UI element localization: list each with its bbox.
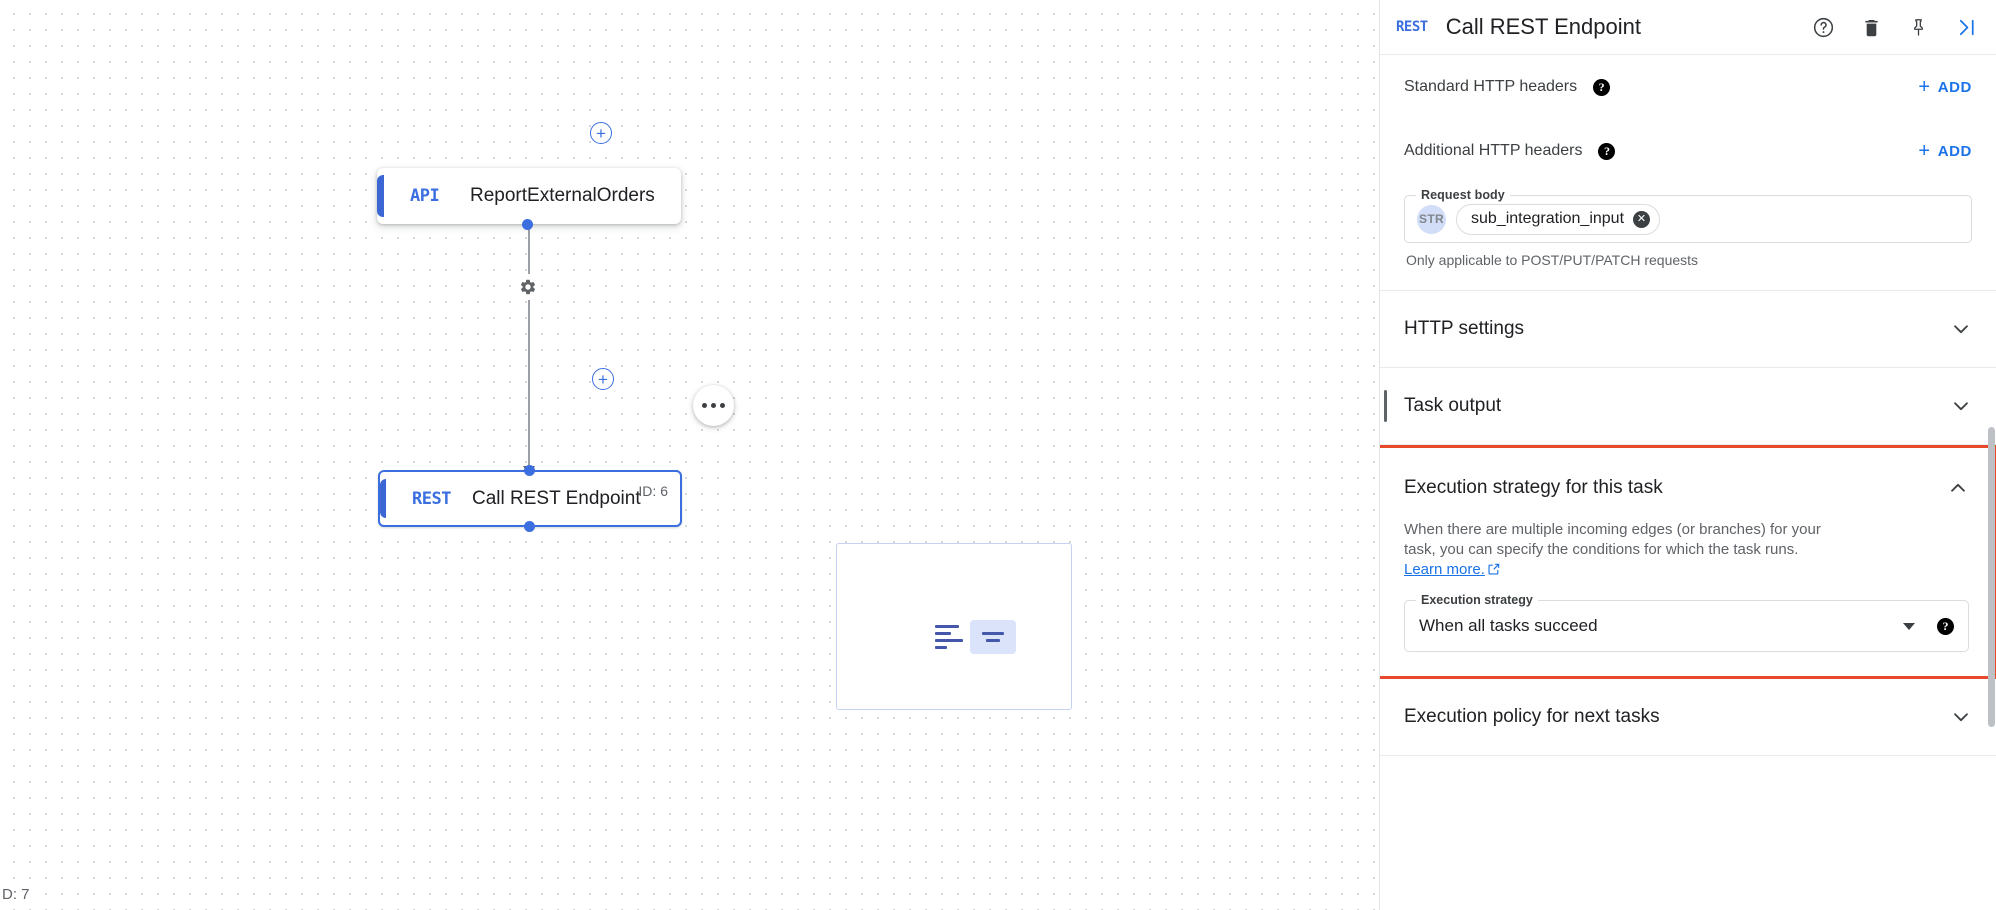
panel-kind-badge: REST bbox=[1396, 19, 1428, 35]
node-accent-bar bbox=[380, 479, 386, 518]
section-execution-policy-header[interactable]: Execution policy for next tasks bbox=[1380, 679, 1996, 755]
chevron-down-icon[interactable] bbox=[1950, 706, 1972, 728]
section-task-output[interactable]: Task output bbox=[1380, 368, 1996, 444]
section-description: When there are multiple incoming edges (… bbox=[1380, 520, 1850, 580]
section-title: Execution policy for next tasks bbox=[1404, 706, 1660, 728]
panel-scrollbar[interactable] bbox=[1987, 55, 1996, 910]
plus-icon: + bbox=[1918, 140, 1931, 162]
flow-canvas[interactable]: API ReportExternalOrders + REST Call RES… bbox=[0, 0, 1379, 910]
minimap-panel[interactable] bbox=[836, 543, 1072, 710]
gear-icon[interactable] bbox=[515, 274, 541, 300]
minimap-content bbox=[935, 620, 1016, 654]
dot bbox=[702, 403, 707, 408]
standard-http-headers-label: Standard HTTP headers bbox=[1404, 78, 1578, 95]
edge-connector[interactable] bbox=[528, 190, 530, 475]
section-execution-strategy[interactable]: Execution strategy for this task When th… bbox=[1380, 445, 1996, 680]
request-body-variable-chip[interactable]: sub_integration_input ✕ bbox=[1456, 203, 1661, 235]
section-http-settings-header[interactable]: HTTP settings bbox=[1380, 291, 1996, 367]
section-title: Task output bbox=[1404, 395, 1502, 416]
node-call-rest-endpoint[interactable]: REST Call REST Endpoint ID: 6 bbox=[378, 465, 682, 532]
add-additional-header-button[interactable]: + ADD bbox=[1918, 141, 1972, 161]
panel-body[interactable]: Standard HTTP headers ? + ADD Additional… bbox=[1380, 55, 1996, 910]
external-link-icon[interactable] bbox=[1487, 562, 1501, 576]
request-body-legend: Request body bbox=[1416, 188, 1510, 202]
variable-type-badge: STR bbox=[1417, 204, 1446, 234]
node-id-badge: ID: 6 bbox=[638, 483, 668, 499]
node-title: Call REST Endpoint bbox=[472, 487, 641, 509]
execution-strategy-value: When all tasks succeed bbox=[1419, 616, 1598, 636]
panel-scroll-indicator bbox=[1384, 390, 1387, 422]
chevron-down-icon[interactable] bbox=[1950, 395, 1972, 417]
node-kind-label: REST bbox=[412, 488, 451, 509]
section-task-output-header[interactable]: Task output bbox=[1380, 368, 1996, 444]
pin-icon[interactable] bbox=[1908, 17, 1929, 38]
divider bbox=[1380, 755, 1996, 757]
node-title: ReportExternalOrders bbox=[470, 185, 655, 206]
description-line-2: you can specify the conditions for which… bbox=[1439, 541, 1799, 559]
node-report-external-orders[interactable]: API ReportExternalOrders bbox=[377, 168, 681, 230]
chevron-up-icon[interactable] bbox=[1947, 477, 1969, 499]
help-icon[interactable]: ? bbox=[1598, 142, 1616, 160]
divider bbox=[1380, 290, 1996, 291]
section-title: Execution strategy for this task bbox=[1404, 477, 1663, 498]
divider bbox=[1380, 444, 1996, 445]
canvas-zoom-readout: D: 7 bbox=[0, 884, 36, 905]
dot bbox=[720, 403, 725, 408]
additional-http-headers-label: Additional HTTP headers bbox=[1404, 142, 1583, 159]
learn-more-link[interactable]: Learn more. bbox=[1404, 561, 1485, 579]
section-execution-policy[interactable]: Execution policy for next tasks bbox=[1380, 679, 1996, 755]
node-output-port[interactable] bbox=[524, 521, 535, 532]
section-execution-strategy-header[interactable]: Execution strategy for this task bbox=[1380, 448, 1993, 520]
execution-strategy-legend: Execution strategy bbox=[1416, 593, 1538, 608]
chevron-down-icon[interactable] bbox=[1903, 622, 1915, 630]
panel-header: REST Call REST Endpoint bbox=[1380, 0, 1996, 55]
minimap-node-icon bbox=[970, 620, 1016, 654]
add-label: ADD bbox=[1937, 142, 1972, 160]
collapse-panel-icon[interactable] bbox=[1955, 16, 1978, 39]
scrollbar-thumb[interactable] bbox=[1988, 427, 1995, 727]
execution-strategy-select[interactable]: Execution strategy When all tasks succee… bbox=[1404, 593, 1969, 653]
additional-http-headers-row: Additional HTTP headers ? + ADD bbox=[1380, 119, 1996, 183]
task-config-panel: REST Call REST Endpoint Standard HTTP bbox=[1379, 0, 1996, 910]
section-title: HTTP settings bbox=[1404, 318, 1525, 339]
help-icon[interactable]: ? bbox=[1937, 617, 1954, 635]
minimap-lines-icon bbox=[935, 625, 963, 649]
node-output-port[interactable] bbox=[522, 219, 533, 230]
node-input-port[interactable] bbox=[524, 465, 535, 476]
add-node-handle-api[interactable]: + bbox=[590, 122, 612, 144]
node-accent-bar bbox=[377, 175, 384, 217]
description-line-1: When there are multiple incoming edges (… bbox=[1404, 521, 1821, 559]
node-kind-label: API bbox=[410, 186, 440, 206]
dot bbox=[711, 403, 716, 408]
request-body-field[interactable]: Request body STR sub_integration_input ✕ bbox=[1404, 188, 1972, 243]
chevron-down-icon[interactable] bbox=[1950, 318, 1972, 340]
request-body-hint: Only applicable to POST/PUT/PATCH reques… bbox=[1406, 252, 1699, 268]
chip-label: sub_integration_input bbox=[1471, 210, 1625, 227]
section-http-settings[interactable]: HTTP settings bbox=[1380, 291, 1996, 367]
close-icon[interactable]: ✕ bbox=[1633, 210, 1651, 228]
add-label: ADD bbox=[1937, 78, 1972, 96]
divider bbox=[1380, 367, 1996, 368]
help-circle-icon[interactable] bbox=[1812, 16, 1835, 39]
help-icon[interactable]: ? bbox=[1593, 78, 1611, 96]
more-options-icon[interactable] bbox=[693, 385, 734, 426]
add-node-handle-rest[interactable]: + bbox=[592, 368, 614, 390]
trash-icon[interactable] bbox=[1861, 17, 1882, 38]
panel-header-actions bbox=[1812, 16, 1978, 39]
standard-http-headers-row: Standard HTTP headers ? + ADD bbox=[1380, 55, 1996, 119]
plus-icon: + bbox=[1918, 76, 1931, 98]
panel-title: Call REST Endpoint bbox=[1445, 14, 1641, 39]
add-standard-header-button[interactable]: + ADD bbox=[1918, 77, 1972, 97]
